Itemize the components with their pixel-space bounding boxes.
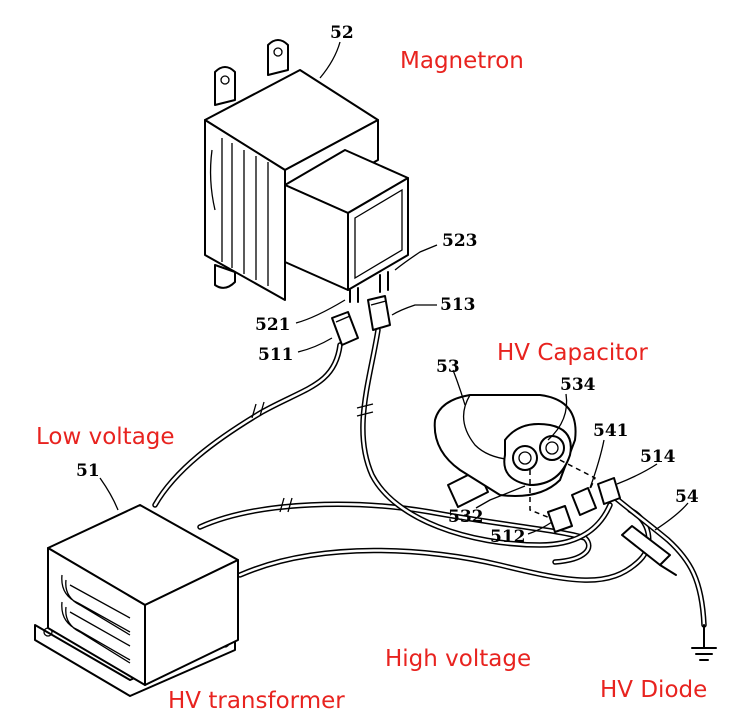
ref-51: 51	[76, 461, 100, 481]
label-high-voltage: High voltage	[385, 646, 531, 672]
hv-diode	[621, 525, 677, 576]
connector-541	[571, 487, 597, 516]
transformer-to-capacitor-wire	[197, 497, 592, 565]
connector-512	[547, 505, 573, 533]
ref-541: 541	[593, 421, 629, 441]
magnetron	[204, 39, 409, 346]
ref-53: 53	[436, 357, 460, 377]
connector-514	[597, 477, 621, 505]
label-hv-transformer: HV transformer	[168, 688, 345, 714]
ref-54: 54	[675, 487, 699, 507]
ref-532: 532	[448, 507, 484, 527]
label-hv-capacitor: HV Capacitor	[497, 340, 648, 366]
diode-ground-wire	[609, 492, 707, 628]
low-voltage-wire	[152, 342, 343, 508]
label-magnetron: Magnetron	[400, 48, 524, 74]
label-hv-diode: HV Diode	[600, 677, 707, 703]
ref-513: 513	[440, 295, 476, 315]
ref-534: 534	[560, 375, 596, 395]
leader-lines	[99, 41, 689, 535]
annotation-labels: Magnetron HV Capacitor Low voltage High …	[36, 48, 707, 714]
ref-514: 514	[640, 447, 676, 467]
magnetron-to-capacitor-wire	[356, 327, 613, 548]
ref-521: 521	[255, 315, 291, 335]
ground-symbol	[691, 624, 717, 661]
ref-52: 52	[330, 23, 354, 43]
ref-523: 523	[442, 231, 478, 251]
ref-511: 511	[258, 345, 294, 365]
hv-capacitor	[433, 394, 596, 521]
label-low-voltage: Low voltage	[36, 424, 175, 450]
hv-transformer	[34, 504, 239, 697]
ref-512: 512	[490, 527, 526, 547]
reference-numbers: 52 523 513 521 511 53 534 541 514 54 51 …	[76, 23, 699, 547]
